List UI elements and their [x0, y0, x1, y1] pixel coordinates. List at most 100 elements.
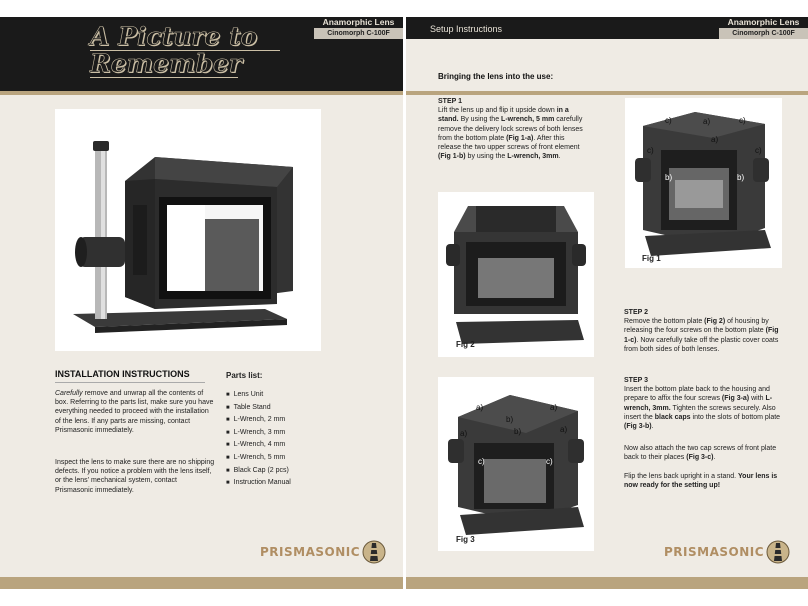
step-text: By using the	[458, 116, 502, 124]
parts-list-item: Lens Unit	[226, 389, 291, 402]
parts-list-item: Table Stand	[226, 402, 291, 415]
page-title: A Picture to Remember	[90, 22, 258, 78]
logo-wordmark: PRISMASONIC	[260, 545, 361, 559]
step-1: STEP 1 Lift the lens up and flip it upsi…	[438, 97, 586, 161]
step-1-title: STEP 1	[438, 98, 462, 105]
step-bold: L-wrench, 5 mm	[501, 116, 555, 124]
step-3-paragraph-3: Flip the lens back upright in a stand. Y…	[624, 472, 786, 490]
lighthouse-logo-icon	[362, 540, 386, 564]
step-text: . Now carefully take off the plastic cov…	[624, 336, 779, 353]
step-text: Lift the lens up and flip it upside down	[438, 107, 557, 115]
figure-3-illustration	[448, 395, 584, 535]
step-bold: (Fig 1-b)	[438, 153, 466, 161]
step-3-title: STEP 3	[624, 377, 648, 384]
step-3-paragraph-2: Now also attach the two cap screws of fr…	[624, 444, 786, 462]
fig1-callout-c: c)	[739, 116, 746, 125]
lens-product-photo	[55, 109, 321, 351]
step-3: STEP 3 Insert the bottom plate back to t…	[624, 376, 786, 431]
step-bold: (Fig 1-c)	[624, 327, 779, 344]
step-bold: (Fig 3-c)	[686, 454, 714, 462]
step-bold: (Fig 1-a)	[506, 134, 534, 142]
page-spine	[403, 17, 406, 589]
fig1-callout-c: c)	[647, 146, 654, 155]
installation-paragraph-1: Carefully remove and unwrap all the cont…	[55, 389, 215, 435]
prismasonic-logo: PRISMASONIC	[664, 539, 790, 565]
fig3-callout-a: a)	[560, 425, 568, 434]
step-bold: (Fig 2)	[704, 318, 726, 326]
prismasonic-logo: PRISMASONIC	[260, 539, 386, 565]
fig1-callout-b: b)	[665, 173, 673, 182]
title-line-2: Remember	[90, 49, 243, 78]
fig3-callout-c: c)	[546, 457, 553, 466]
product-tag-line-1: Anamorphic Lens	[719, 17, 808, 28]
step-text: by using the	[465, 153, 508, 161]
parts-list-item: L-Wrench, 2 mm	[226, 414, 291, 427]
footer-band	[406, 577, 808, 589]
parts-list-title: Parts list:	[226, 371, 263, 380]
setup-heading: Bringing the lens into the use:	[438, 72, 554, 81]
fig3-callout-a: a)	[460, 429, 468, 438]
header-gold-rule	[406, 91, 808, 95]
installation-paragraph-2: Inspect the lens to make sure there are …	[55, 459, 215, 494]
parts-list-item: L-Wrench, 4 mm	[226, 439, 291, 452]
step-text: with	[749, 395, 766, 403]
fig1-callout-b: b)	[737, 173, 745, 182]
title-line-1: A Picture to	[90, 22, 258, 51]
figure-2-label: Fig 2	[456, 340, 475, 349]
fig1-callout-a: a)	[703, 117, 711, 126]
header-gold-rule	[0, 91, 403, 95]
fig3-callout-a: a)	[476, 403, 484, 412]
fig3-callout-b: b)	[506, 415, 514, 424]
installation-paragraph-1-text: remove and unwrap all the contents of bo…	[55, 390, 214, 434]
figure-3: a) a) a) a) b) b) c) c) Fig 3	[438, 377, 594, 551]
figure-1-label: Fig 1	[642, 254, 661, 263]
lighthouse-logo-icon	[766, 540, 790, 564]
step-text: .	[651, 423, 654, 431]
step-text: .	[713, 454, 716, 462]
fig1-callout-a: a)	[711, 135, 719, 144]
parts-list-item: Instruction Manual	[226, 477, 291, 490]
step-text: .	[558, 153, 561, 161]
step-text: Flip the lens back upright in a stand.	[624, 473, 739, 480]
figure-1-illustration	[635, 112, 771, 256]
parts-list-item: Black Cap (2 pcs)	[226, 465, 291, 478]
left-page: A Picture to Remember Anamorphic Lens Ci…	[0, 17, 403, 589]
product-tag-line-1: Anamorphic Lens	[314, 17, 403, 28]
step-text: into the slots of bottom plate	[690, 413, 781, 421]
parts-list-item: L-Wrench, 3 mm	[226, 427, 291, 440]
step-2-title: STEP 2	[624, 309, 648, 316]
logo-wordmark: PRISMASONIC	[664, 545, 765, 559]
product-tag-line-2: Cinomorph C-100F	[314, 28, 403, 39]
title-underline-1	[90, 50, 280, 51]
step-bold: black caps	[654, 413, 691, 421]
header-band	[406, 17, 808, 39]
lens-unit-illustration	[73, 141, 293, 333]
step-text: carefully remove the delivery lock screw…	[438, 116, 583, 142]
step-text: Remove the bottom plate	[624, 318, 705, 326]
fig3-callout-b: b)	[514, 427, 522, 436]
step-bold: L-wrench, 3mm	[507, 153, 559, 161]
product-tag-line-2: Cinomorph C-100F	[719, 28, 808, 39]
step-bold: Your lens is now ready for the setting u…	[624, 473, 778, 490]
emphasis-carefully: Carefully	[55, 390, 83, 397]
product-tag: Anamorphic Lens Cinomorph C-100F	[314, 17, 403, 39]
fig3-callout-c: c)	[478, 457, 485, 466]
step-bold: (Fig 3-b)	[624, 423, 652, 431]
figure-3-label: Fig 3	[456, 535, 475, 544]
footer-band	[0, 577, 403, 589]
figure-2: Fig 2	[438, 192, 594, 357]
step-bold: (Fig 3-a)	[721, 395, 750, 403]
installation-heading-rule	[55, 382, 205, 383]
fig1-callout-c: c)	[755, 146, 762, 155]
step-bold: in a stand.	[438, 107, 569, 124]
fig3-callout-a: a)	[550, 403, 558, 412]
section-title: Setup Instructions	[430, 24, 503, 34]
step-text: Tighten the screws securely. Also insert…	[624, 404, 776, 421]
parts-list-item: L-Wrench, 5 mm	[226, 452, 291, 465]
title-underline-2	[90, 77, 238, 78]
step-bold: L-wrench, 3mm.	[624, 395, 773, 412]
figure-2-illustration	[446, 206, 586, 344]
product-tag: Anamorphic Lens Cinomorph C-100F	[719, 17, 808, 39]
step-text: Now also attach the two cap screws of fr…	[624, 445, 777, 462]
right-page: Setup Instructions Anamorphic Lens Cinom…	[406, 17, 808, 589]
